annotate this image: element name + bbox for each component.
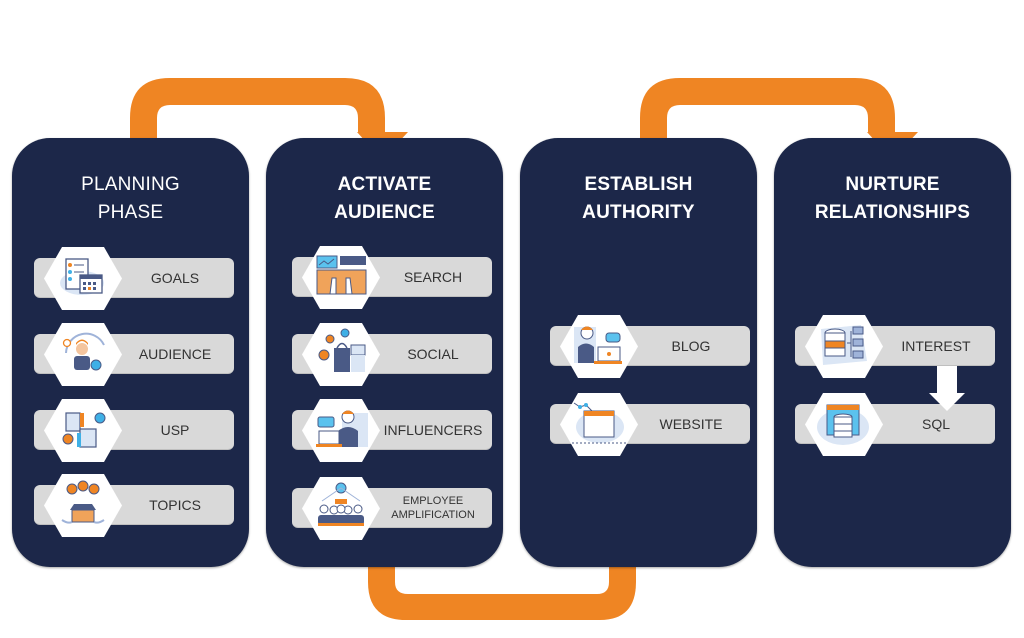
item-label-line2: AMPLIFICATION	[391, 509, 475, 521]
item-label: EMPLOYEE AMPLIFICATION	[380, 488, 486, 528]
item-label-line1: EMPLOYEE	[402, 495, 464, 507]
flow-arrow-planning-to-activate	[130, 78, 408, 160]
panel-title-line1: ACTIVATE	[337, 174, 432, 195]
flow-arrow-activate-to-authority	[368, 541, 656, 620]
audience-person-gear-icon	[44, 323, 122, 386]
item-label: AUDIENCE	[138, 345, 212, 362]
item-label: TOPICS	[149, 496, 201, 513]
item-interest: INTEREST	[795, 315, 995, 378]
item-label: GOALS	[150, 269, 200, 286]
topics-box-question-icon	[44, 474, 122, 537]
item-label: INTEREST	[901, 337, 971, 354]
panel-title-line1: NURTURE	[845, 174, 940, 195]
social-shopping-bag-icon	[302, 323, 380, 386]
usp-thumbs-icon	[44, 399, 122, 462]
panel-title-line1: ESTABLISH	[584, 174, 693, 195]
panel-title-line2: RELATIONSHIPS	[814, 202, 971, 223]
item-search: SEARCH	[292, 246, 492, 309]
item-sql: SQL	[795, 393, 995, 456]
item-label: SEARCH	[403, 268, 463, 285]
item-label: BLOG	[671, 337, 711, 354]
panel-title: ESTABLISH AUTHORITY	[520, 171, 757, 227]
item-usp: USP	[34, 399, 234, 462]
panel-title: NURTURE RELATIONSHIPS	[774, 171, 1011, 227]
panel-title-line2: AUDIENCE	[334, 202, 435, 223]
website-browser-icon	[560, 393, 638, 456]
blog-laptop-icon	[560, 315, 638, 378]
employee-network-icon	[302, 477, 380, 540]
goals-calendar-icon	[44, 247, 122, 310]
influencer-laptop-icon	[302, 399, 380, 462]
item-website: WEBSITE	[550, 393, 750, 456]
sql-database-icon	[805, 393, 883, 456]
item-employee-amplification: EMPLOYEE AMPLIFICATION	[292, 477, 492, 540]
item-goals: GOALS	[34, 247, 234, 310]
panel-title-line1: PLANNING	[81, 174, 180, 195]
item-audience: AUDIENCE	[34, 323, 234, 386]
item-social: SOCIAL	[292, 323, 492, 386]
item-label: INFLUENCERS	[383, 421, 483, 438]
item-blog: BLOG	[550, 315, 750, 378]
interest-database-icon	[805, 315, 883, 378]
flow-arrow-authority-to-nurture	[640, 78, 918, 160]
panel-title: PLANNING PHASE	[12, 171, 249, 227]
item-topics: TOPICS	[34, 474, 234, 537]
item-influencers: INFLUENCERS	[292, 399, 492, 462]
panel-title-line2: AUTHORITY	[582, 202, 695, 223]
item-label: SQL	[921, 415, 950, 432]
item-label: WEBSITE	[659, 415, 723, 432]
item-label: SOCIAL	[407, 345, 459, 362]
panel-title-line2: PHASE	[97, 202, 164, 223]
panel-title: ACTIVATE AUDIENCE	[266, 171, 503, 227]
item-label: USP	[160, 421, 190, 438]
search-keyboard-icon	[302, 246, 380, 309]
